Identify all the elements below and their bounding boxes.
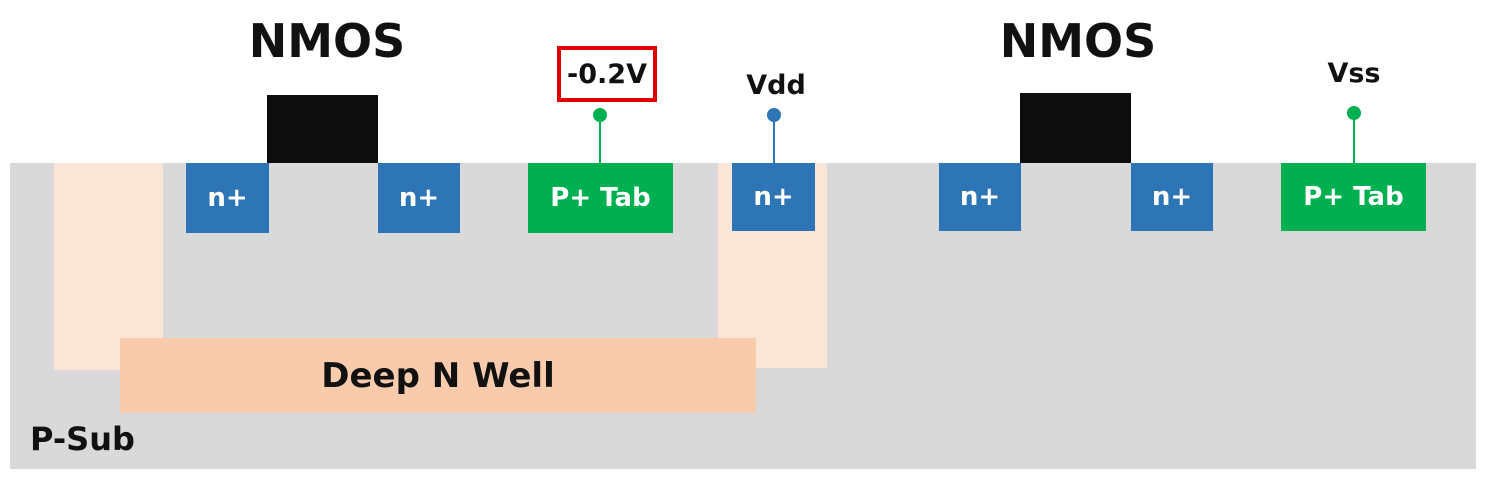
deep-n-well: Deep N Well — [120, 338, 756, 413]
left-p-plus-tab-label: P+ Tab — [550, 183, 651, 213]
right-source-n-plus: n+ — [939, 163, 1021, 231]
left-drain-n-plus: n+ — [378, 163, 460, 233]
left-nmos-title: NMOS — [248, 14, 406, 68]
nwell-pin-dot — [767, 108, 781, 122]
left-drain-label: n+ — [398, 183, 440, 213]
nwell-pin-line — [773, 120, 775, 163]
right-body-pin-line — [1353, 118, 1355, 163]
right-drain-n-plus: n+ — [1131, 163, 1213, 231]
substrate-label: P-Sub — [30, 420, 135, 458]
left-source-n-plus: n+ — [186, 163, 269, 233]
left-body-pin-line — [599, 116, 601, 163]
nwell-contact-n-plus: n+ — [732, 163, 815, 231]
right-body-bias-label: Vss — [1327, 58, 1381, 89]
left-body-pin-dot — [593, 108, 607, 122]
right-nmos-title: NMOS — [999, 14, 1157, 68]
right-p-plus-tab: P+ Tab — [1281, 163, 1426, 231]
n-well-left — [54, 163, 163, 370]
right-source-label: n+ — [959, 182, 1001, 212]
left-source-label: n+ — [207, 183, 248, 213]
right-drain-label: n+ — [1151, 182, 1193, 212]
nwell-supply-label: Vdd — [746, 70, 806, 101]
left-body-bias-label: -0.2V — [567, 58, 647, 90]
right-gate — [1020, 93, 1131, 163]
deep-n-well-label: Deep N Well — [321, 355, 555, 396]
left-gate — [267, 95, 378, 163]
body-bias-highlight-box: -0.2V — [557, 46, 657, 102]
right-p-plus-tab-label: P+ Tab — [1303, 182, 1404, 212]
left-p-plus-tab: P+ Tab — [528, 163, 673, 233]
right-body-pin-dot — [1347, 106, 1361, 120]
nwell-contact-label: n+ — [753, 182, 794, 212]
